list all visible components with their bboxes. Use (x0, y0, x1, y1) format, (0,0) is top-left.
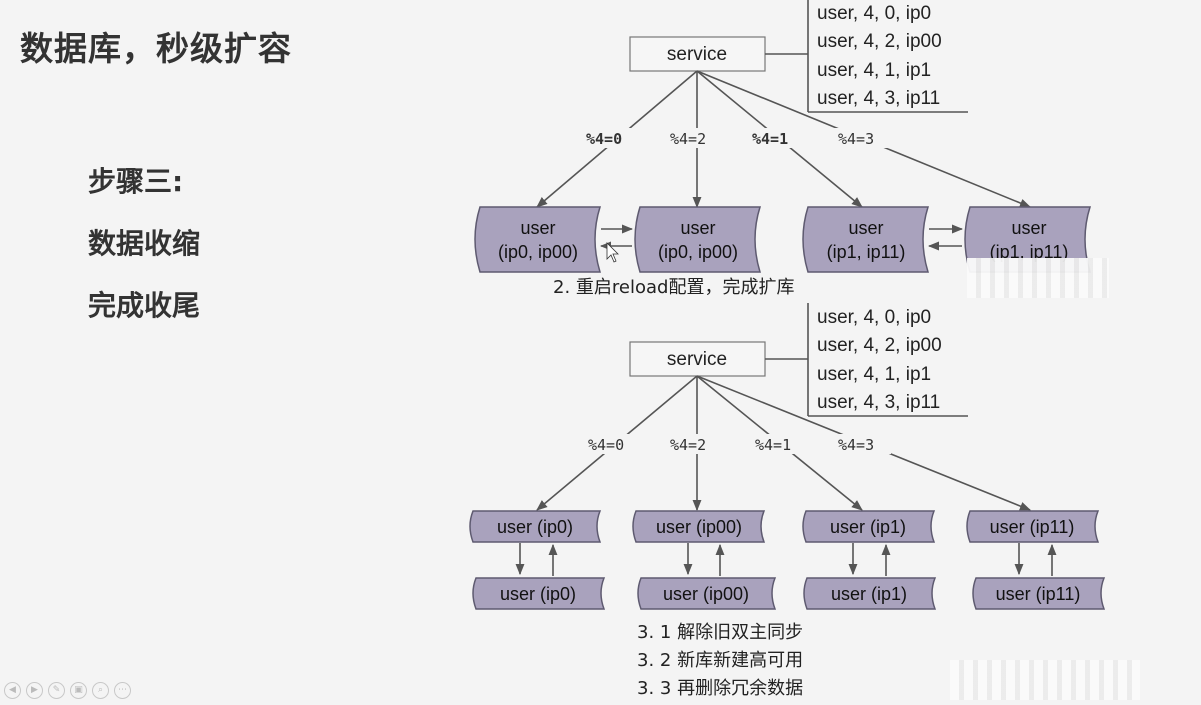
bottom-mapping-row: user, 4, 2, ip00 (817, 335, 942, 356)
svg-text:user: user (848, 218, 883, 238)
svg-text:(ip0, ip00): (ip0, ip00) (498, 242, 578, 262)
top-diagram: service user, 4, 0, ip0 user, 4, 2, ip00… (474, 0, 1092, 298)
bottom-lower-node-1: user (ip0) (472, 577, 606, 610)
bottom-mapping-row: user, 4, 0, ip0 (817, 307, 931, 328)
svg-text:(ip0, ip00): (ip0, ip00) (658, 242, 738, 262)
top-caption: 2. 重启reload配置，完成扩库 (553, 277, 794, 298)
slides-icon[interactable]: ▣ (70, 682, 87, 699)
bottom-mod-label: %4=3 (838, 436, 874, 454)
step-description-line-2: 完成收尾 (88, 289, 201, 322)
step-label: 步骤三: (88, 165, 184, 198)
top-node-1: user (ip0, ip00) (474, 206, 602, 273)
bottom-mapping-row: user, 4, 1, ip1 (817, 364, 931, 385)
zoom-icon[interactable]: ⌕ (92, 682, 109, 699)
svg-text:user: user (680, 218, 715, 238)
bottom-mapping-table: user, 4, 0, ip0 user, 4, 2, ip00 user, 4… (765, 303, 968, 417)
top-service-box (629, 36, 766, 72)
svg-text:user (ip0): user (ip0) (497, 517, 573, 537)
svg-text:user: user (1011, 218, 1046, 238)
svg-text:user (ip1): user (ip1) (831, 584, 907, 604)
presentation-toolbar: ◀ ▶ ✎ ▣ ⌕ ⋯ (4, 682, 131, 699)
pen-icon[interactable]: ✎ (48, 682, 65, 699)
top-mod-label: %4=0 (586, 130, 622, 148)
bottom-service-label: service (667, 349, 727, 370)
svg-text:user: user (520, 218, 555, 238)
top-mapping-table: user, 4, 0, ip0 user, 4, 2, ip00 user, 4… (765, 0, 968, 113)
bottom-mod-label: %4=0 (588, 436, 624, 454)
top-mod-label: %4=3 (838, 130, 874, 148)
bottom-upper-node-1: user (ip0) (469, 510, 602, 543)
top-mod-label: %4=1 (752, 130, 788, 148)
bottom-upper-node-3: user (ip1) (802, 510, 936, 543)
bottom-step: 3. 3 再删除冗余数据 (637, 678, 803, 699)
previous-slide-icon[interactable]: ◀ (4, 682, 21, 699)
svg-text:user (ip11): user (ip11) (990, 517, 1075, 537)
bottom-lower-node-2: user (ip00) (637, 577, 777, 610)
bottom-lower-node-3: user (ip1) (803, 577, 937, 610)
top-mapping-row: user, 4, 0, ip0 (817, 3, 931, 24)
top-mapping-row: user, 4, 1, ip1 (817, 60, 931, 81)
svg-text:user (ip11): user (ip11) (996, 584, 1081, 604)
bottom-diagram: service user, 4, 0, ip0 user, 4, 2, ip00… (469, 303, 1106, 699)
next-slide-icon[interactable]: ▶ (26, 682, 43, 699)
watermark-blur (950, 660, 1140, 700)
slide-title: 数据库，秒级扩容 (20, 29, 292, 68)
top-node-4: user (ip1, ip11) (964, 206, 1092, 273)
bottom-step: 3. 1 解除旧双主同步 (637, 622, 803, 643)
svg-text:user (ip00): user (ip00) (663, 584, 749, 604)
mouse-cursor-icon (606, 242, 619, 263)
svg-text:(ip1, ip11): (ip1, ip11) (990, 242, 1069, 262)
svg-text:user (ip1): user (ip1) (830, 517, 906, 537)
bottom-lower-node-4: user (ip11) (972, 577, 1106, 610)
top-node-2: user (ip0, ip00) (634, 206, 762, 273)
watermark-blur (967, 258, 1109, 298)
bottom-upper-node-2: user (ip00) (632, 510, 766, 543)
bottom-mapping-row: user, 4, 3, ip11 (817, 392, 940, 413)
svg-text:(ip1, ip11): (ip1, ip11) (827, 242, 906, 262)
svg-text:user (ip00): user (ip00) (656, 517, 742, 537)
more-options-icon[interactable]: ⋯ (114, 682, 131, 699)
bottom-mod-label: %4=1 (755, 436, 791, 454)
bottom-mod-label: %4=2 (670, 436, 706, 454)
svg-text:user (ip0): user (ip0) (500, 584, 576, 604)
bottom-upper-node-4: user (ip11) (966, 510, 1100, 543)
step-description-line-1: 数据收缩 (88, 227, 201, 260)
top-mapping-row: user, 4, 3, ip11 (817, 88, 940, 109)
top-mapping-row: user, 4, 2, ip00 (817, 31, 942, 52)
bottom-step: 3. 2 新库新建高可用 (637, 650, 803, 671)
top-mod-label: %4=2 (670, 130, 706, 148)
top-service-label: service (667, 44, 727, 65)
top-node-3: user (ip1, ip11) (802, 206, 930, 273)
